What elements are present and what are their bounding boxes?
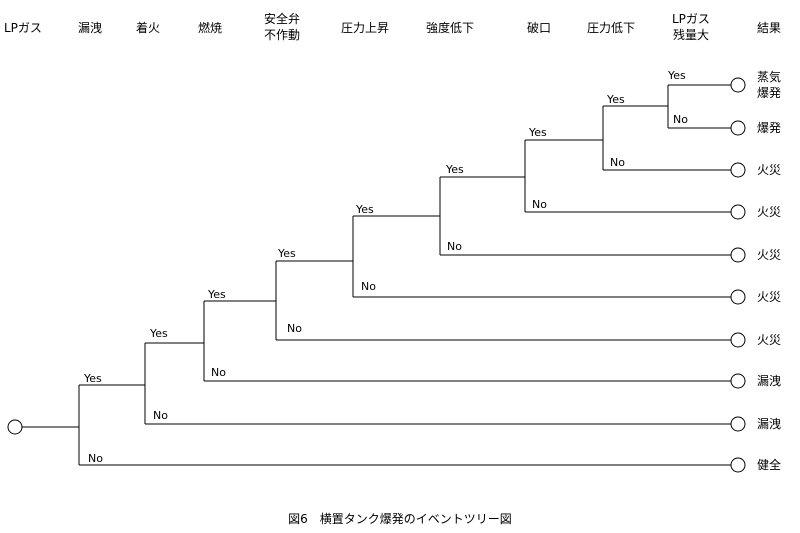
header-rupture: 破口 — [527, 21, 552, 35]
header-ignition: 着火 — [136, 21, 161, 35]
header-residual-gas: LPガス 残量大 — [672, 11, 710, 43]
figure-caption: 図6 横置タンク爆発のイベントツリー図 — [288, 512, 512, 526]
outcome-label: 火災 — [757, 163, 782, 177]
outcome-node — [730, 120, 746, 136]
outcome-node — [730, 162, 746, 178]
outcome-label: 火災 — [757, 290, 782, 304]
no-label: No — [673, 113, 688, 126]
outcome-node — [730, 373, 746, 389]
yes-label: Yes — [150, 327, 168, 340]
yes-label: Yes — [446, 163, 464, 176]
header-leak: 漏洩 — [78, 21, 103, 35]
initial-node — [7, 419, 23, 435]
yes-label: Yes — [607, 93, 625, 106]
outcome-node — [730, 247, 746, 263]
no-label: No — [211, 366, 226, 379]
no-label: No — [610, 156, 625, 169]
outcome-label: 漏洩 — [757, 417, 782, 431]
yes-label: Yes — [208, 288, 226, 301]
outcome-node — [730, 204, 746, 220]
header-strength-down: 強度低下 — [426, 21, 475, 35]
no-label: No — [532, 198, 547, 211]
yes-label: Yes — [84, 372, 102, 385]
yes-label: Yes — [529, 126, 547, 139]
no-label: No — [153, 409, 168, 422]
header-valve-line2: 不作動 — [264, 28, 301, 42]
outcome-node — [730, 77, 746, 93]
outcome-label: 健全 — [757, 458, 782, 472]
no-label: No — [447, 240, 462, 253]
no-label: No — [88, 452, 103, 465]
header-residual-line2: 残量大 — [672, 28, 709, 42]
outcome-line2: 爆発 — [757, 86, 782, 100]
outcome-node — [730, 289, 746, 305]
header-pressure-up: 圧力上昇 — [341, 21, 390, 35]
header-residual-line1: LPガス — [672, 12, 710, 26]
outcome-label: 火災 — [757, 205, 782, 219]
no-label: No — [361, 280, 376, 293]
header-pressure-down: 圧力低下 — [587, 21, 636, 35]
header-combustion: 燃焼 — [198, 21, 223, 35]
outcome-label: 蒸気 爆発 — [757, 69, 781, 101]
outcome-line1: 蒸気 — [757, 70, 782, 84]
yes-label: Yes — [668, 69, 686, 82]
outcome-label: 漏洩 — [757, 374, 782, 388]
no-label: No — [287, 322, 302, 335]
header-lpgas: LPガス — [4, 21, 42, 35]
yes-label: Yes — [356, 203, 374, 216]
outcome-label: 火災 — [757, 248, 782, 262]
header-valve-line1: 安全弁 — [264, 12, 301, 26]
outcome-label: 爆発 — [757, 121, 782, 135]
header-result: 結果 — [757, 21, 782, 35]
outcome-node — [730, 416, 746, 432]
outcome-node — [730, 457, 746, 473]
outcome-node — [730, 332, 746, 348]
header-valve: 安全弁 不作動 — [264, 11, 300, 43]
yes-label: Yes — [278, 247, 296, 260]
outcome-label: 火災 — [757, 333, 782, 347]
